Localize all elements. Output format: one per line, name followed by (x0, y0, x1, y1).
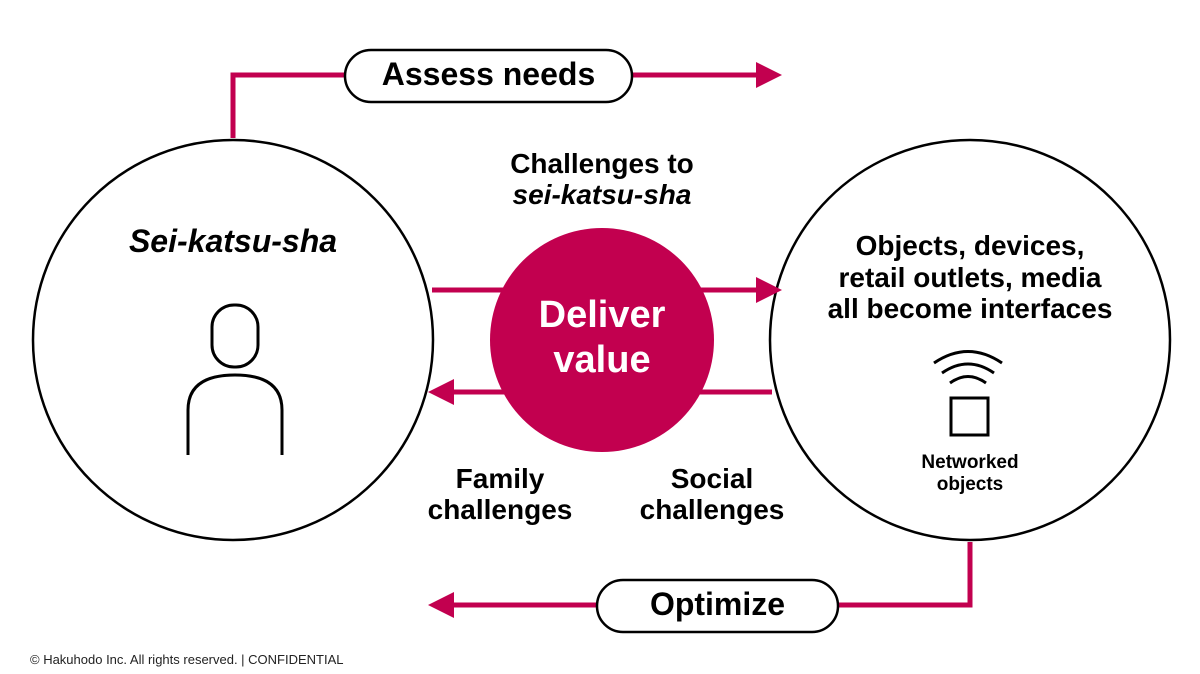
optimize-label: Optimize (649, 586, 786, 622)
networked-objects-label: Networked objects (890, 452, 1050, 496)
interfaces-text: Objects, devices, retail outlets, media … (800, 230, 1140, 325)
family-challenges-line-1: Family (455, 463, 545, 494)
deliver-value-line-2: value (553, 338, 651, 381)
arrow-to-interfaces-head (756, 277, 782, 303)
sei-katsu-sha-title: Sei-katsu-sha (128, 223, 338, 259)
challenges-to-line-2: sei-katsu-sha (512, 179, 692, 211)
networked-objects-line-1: Networked (921, 452, 1019, 473)
social-challenges-label: Social challenges (612, 463, 812, 526)
assess-needs-label: Assess needs (381, 56, 596, 92)
social-challenges-line-2: challenges (639, 494, 785, 526)
arrow-to-sei-katsu-sha-head (428, 379, 454, 405)
interfaces-line-1: Objects, devices, (855, 230, 1085, 261)
sei-katsu-sha-circle (31, 138, 435, 542)
interfaces-circle (768, 138, 1172, 542)
optimize-arrowhead (428, 592, 454, 618)
optimize-pill (595, 578, 840, 634)
challenges-to-label: Challenges to sei-katsu-sha (452, 148, 752, 211)
assess-needs-arrowhead (756, 62, 782, 88)
person-icon (186, 303, 284, 455)
challenges-to-line-1: Challenges to (510, 148, 694, 179)
assess-needs-connector (230, 72, 345, 138)
deliver-value-circle (490, 228, 714, 452)
optimize-connector (838, 542, 973, 608)
interfaces-line-2: retail outlets, media (838, 261, 1102, 293)
deliver-value-label: Deliver value (502, 293, 702, 383)
networked-objects-line-2: objects (936, 473, 1004, 495)
deliver-value-line-1: Deliver (538, 294, 666, 336)
family-challenges-label: Family challenges (400, 463, 600, 526)
copyright-notice: © Hakuhodo Inc. All rights reserved. | C… (30, 652, 344, 667)
family-challenges-line-2: challenges (427, 494, 573, 526)
assess-needs-pill (343, 48, 634, 104)
interfaces-line-3: all become interfaces (827, 293, 1113, 325)
social-challenges-line-1: Social (670, 463, 754, 494)
networked-device-icon (933, 350, 1003, 437)
